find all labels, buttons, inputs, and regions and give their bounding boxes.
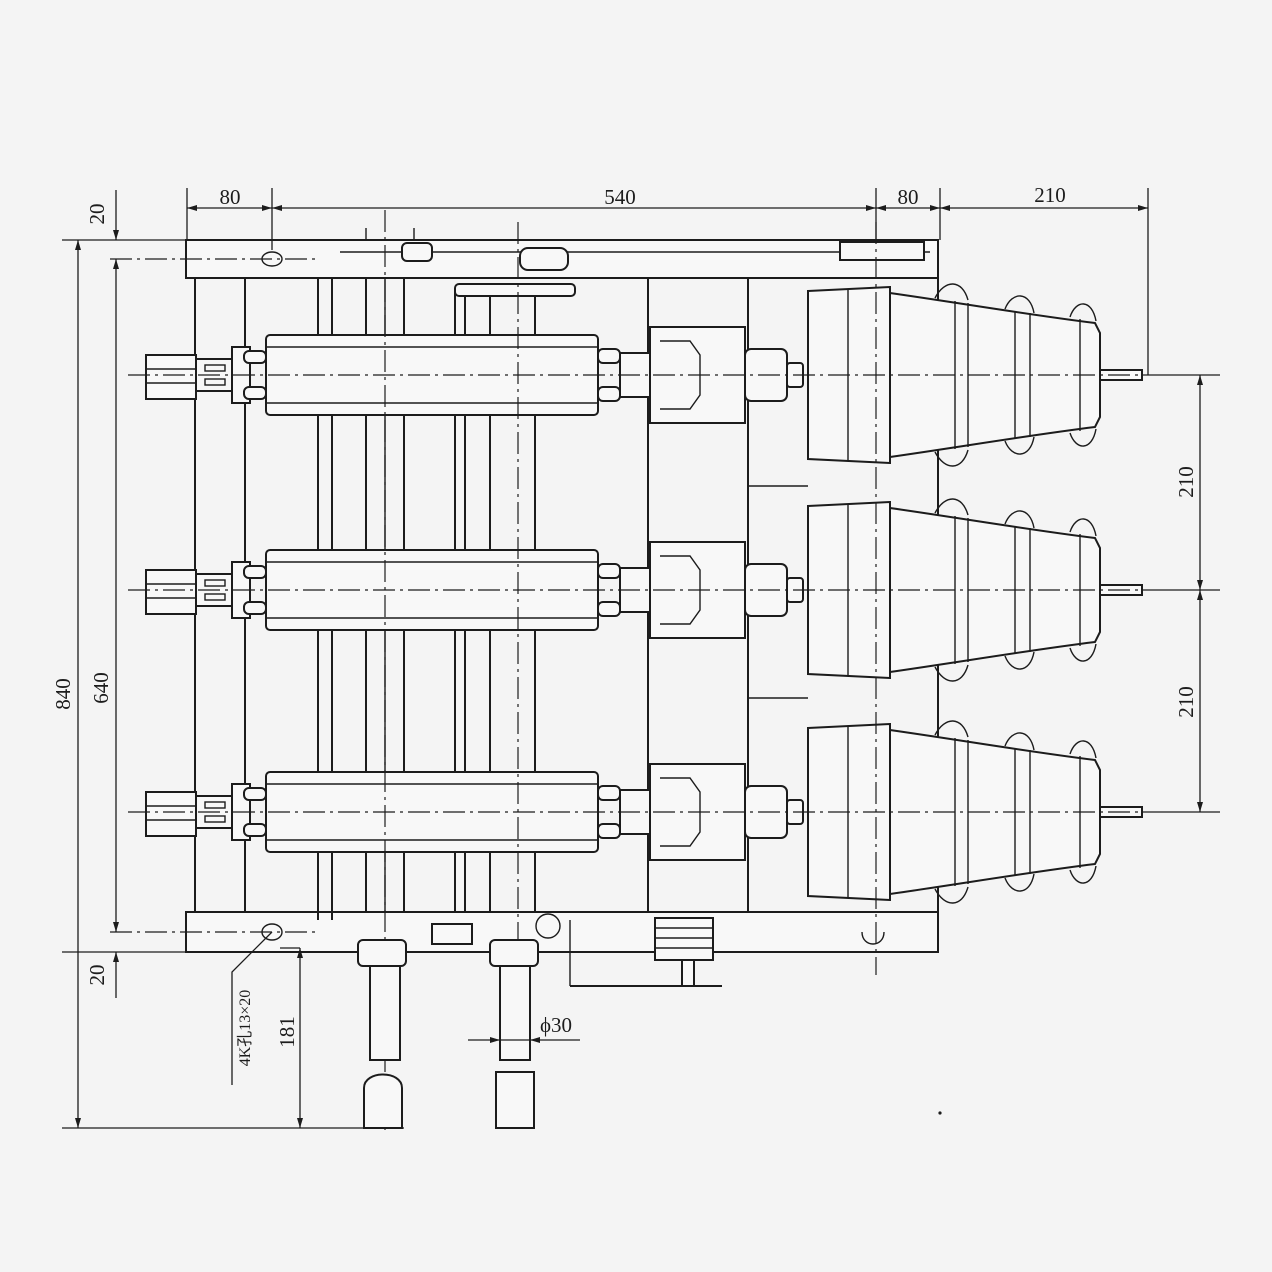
dim-top-terminal: 210 (1034, 183, 1066, 207)
dim-phase-spacing-upper: 210 (1174, 466, 1198, 498)
dim-top-right-offset: 80 (898, 185, 919, 209)
dim-shaft-diameter: ϕ30 (540, 1013, 572, 1037)
dim-top-left-offset: 80 (220, 185, 241, 209)
dim-shaft-extension: 181 (275, 1016, 299, 1048)
operating-shafts (357, 939, 539, 1129)
dim-top-main-width: 540 (604, 185, 636, 209)
dim-phase-spacing-lower: 210 (1174, 686, 1198, 718)
top-frame-plate (185, 228, 939, 279)
dim-bottom-margin: 20 (85, 965, 109, 986)
speck-dot (938, 1111, 942, 1115)
mounting-holes-note: 4K孔13×20 (236, 990, 254, 1067)
bottom-frame-plate (185, 911, 939, 987)
dim-overall-height: 840 (51, 678, 75, 710)
dim-top-margin: 20 (85, 204, 109, 225)
centerlines (110, 210, 1150, 1130)
extension-lines (62, 188, 1220, 1129)
dim-frame-height: 640 (89, 672, 113, 704)
dimension-lines (75, 190, 1203, 1128)
